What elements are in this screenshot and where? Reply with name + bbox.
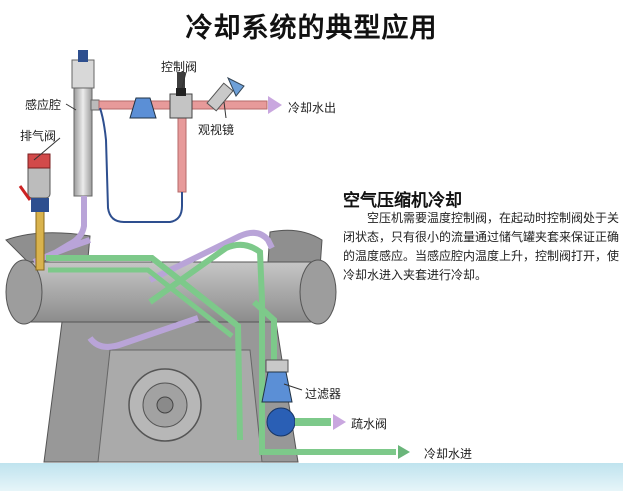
exhaust-valve <box>18 153 51 271</box>
section-heading: 空气压缩机冷却 <box>343 191 462 211</box>
label-exhaust-valve: 排气阀 <box>20 129 57 143</box>
label-filter: 过滤器 <box>305 387 342 401</box>
drain-valve <box>266 407 346 437</box>
label-sight-glass: 观视镜 <box>198 123 235 137</box>
label-control-valve: 控制阀 <box>161 60 198 74</box>
sensing-chamber <box>71 50 100 197</box>
capillary-tube <box>99 107 183 223</box>
label-cooling-water-out: 冷却水出 <box>288 101 337 115</box>
label-cooling-water-in: 冷却水进 <box>424 447 473 461</box>
leader-lines <box>33 71 303 391</box>
page-title: 冷却系统的典型应用 <box>185 13 438 44</box>
sight-glass <box>206 76 245 112</box>
label-sensing-chamber: 感应腔 <box>25 98 62 112</box>
purple-pipe-cross <box>148 229 275 283</box>
filter <box>261 359 293 403</box>
floor <box>0 463 623 491</box>
section-body: 空压机需要温度控制阀，在起动时控制阀处于关闭状态，只有很小的流量通过储气罐夹套来… <box>343 211 620 282</box>
control-valve <box>169 72 193 119</box>
purple-pipe-lower <box>87 315 199 350</box>
inlet-arrow <box>398 445 410 459</box>
green-pipe-filter <box>251 299 277 366</box>
green-pipe-inlet <box>148 241 396 455</box>
label-drain-valve: 疏水阀 <box>351 417 388 431</box>
strainer-valve <box>129 97 157 119</box>
compressor-body <box>5 229 337 463</box>
green-pipe-left-2 <box>48 267 234 338</box>
green-pipe-left <box>46 255 243 441</box>
